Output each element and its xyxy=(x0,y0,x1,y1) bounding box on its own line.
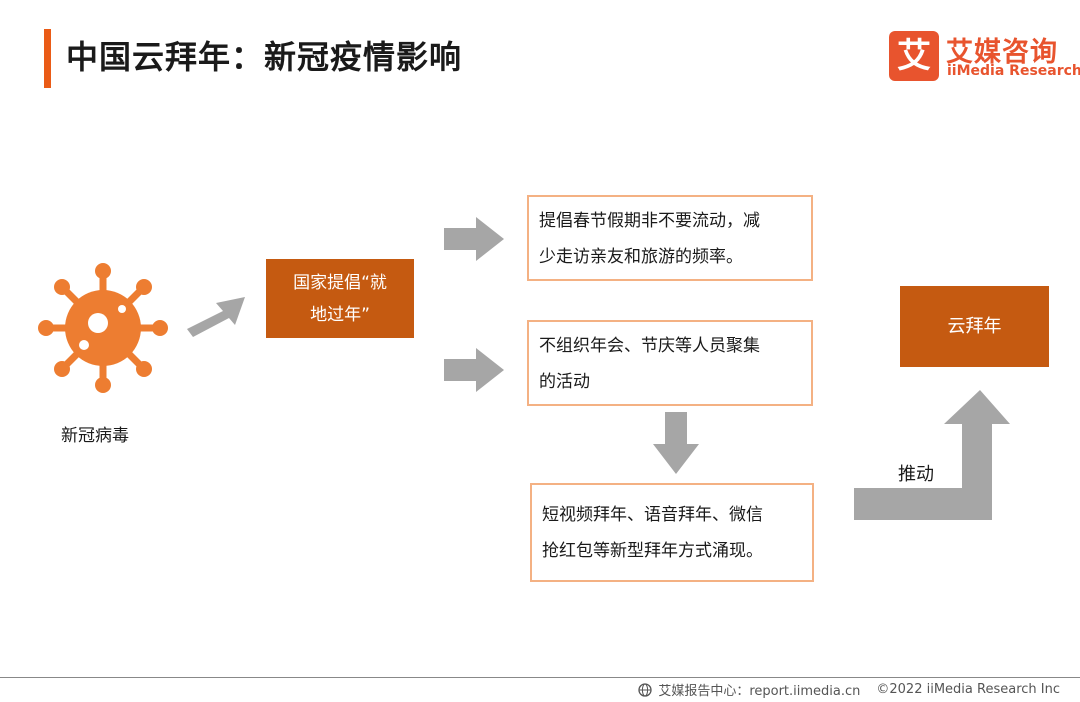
effect2-text-line1: 不组织年会、节庆等人员聚集 xyxy=(539,336,760,356)
policy-box: 国家提倡“就 地过年” xyxy=(266,259,414,338)
effect-reduce-travel-box: 提倡春节假期非不要流动，减 少走访亲友和旅游的频率。 xyxy=(527,195,813,281)
logo-english: iiMedia Research xyxy=(947,63,1080,79)
virus-label: 新冠病毒 xyxy=(61,426,129,446)
footer: 艾媒报告中心：report.iimedia.cn ©2022 iiMedia R… xyxy=(638,680,1060,699)
footer-divider xyxy=(0,677,1080,678)
arrow-icon xyxy=(444,348,504,392)
policy-text-line2: 地过年” xyxy=(310,304,370,325)
effect1-text-line1: 提倡春节假期非不要流动，减 xyxy=(539,211,760,231)
arrow-icon xyxy=(653,412,699,474)
policy-text-line1: 国家提倡“就 xyxy=(293,272,387,293)
effect2-text-line2: 的活动 xyxy=(539,372,590,392)
logo-name: 艾媒咨询 xyxy=(946,37,1058,68)
footer-source: 艾媒报告中心：report.iimedia.cn xyxy=(658,684,861,699)
footer-copyright: ©2022 iiMedia Research Inc xyxy=(876,682,1060,697)
arrow-icon xyxy=(444,217,504,261)
globe-icon xyxy=(638,682,652,697)
effect-no-gatherings-box: 不组织年会、节庆等人员聚集 的活动 xyxy=(527,320,813,406)
title-accent-bar xyxy=(44,29,51,88)
result-text-line2: 抢红包等新型拜年方式涌现。 xyxy=(542,541,763,561)
push-label: 推动 xyxy=(898,464,934,485)
effect1-text-line2: 少走访亲友和旅游的频率。 xyxy=(539,247,743,267)
new-greeting-methods-box: 短视频拜年、语音拜年、微信 抢红包等新型拜年方式涌现。 xyxy=(530,483,814,582)
iimedia-logo: 艾 艾媒咨询 iiMedia Research xyxy=(889,31,1080,83)
cloud-greeting-box: 云拜年 xyxy=(900,286,1049,367)
logo-mark: 艾 xyxy=(889,31,939,81)
virus-icon xyxy=(38,263,168,393)
arrow-icon xyxy=(187,297,245,337)
page-title: 中国云拜年：新冠疫情影响 xyxy=(66,38,463,76)
arrow-icon xyxy=(854,390,1010,520)
result-text-line1: 短视频拜年、语音拜年、微信 xyxy=(542,505,763,525)
